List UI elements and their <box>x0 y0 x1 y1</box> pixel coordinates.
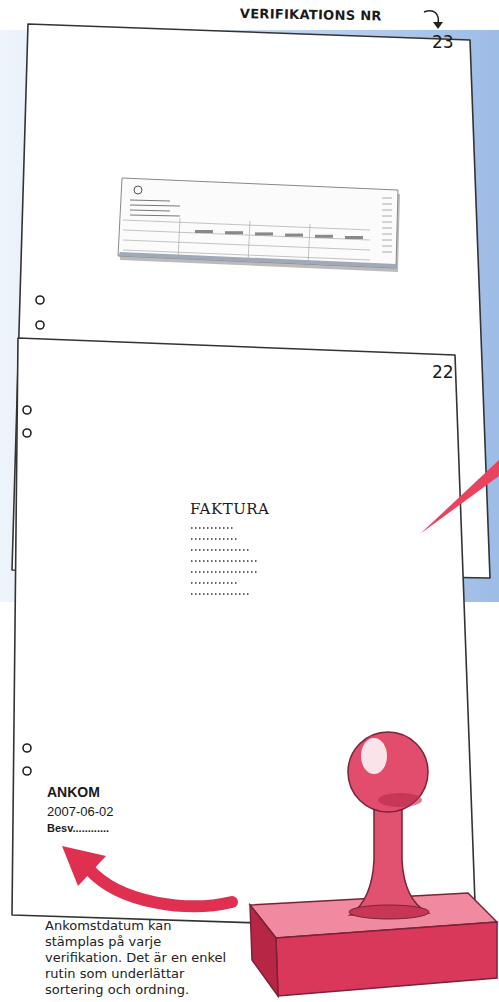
invoice-dotted-lines <box>191 528 259 594</box>
voucher-number: 23 <box>432 32 454 52</box>
voucher-page: 22FAKTURA ANKOM 2007-06-02Besv............ <box>8 332 490 932</box>
header-label: VERIFIKATIONS NR <box>240 6 382 23</box>
stamp-date: 2007-06-02 <box>47 804 114 819</box>
invoice-heading: FAKTURA <box>190 500 269 518</box>
stamp-word: ANKOM <box>47 784 100 800</box>
voucher-number: 22 <box>432 362 454 382</box>
postgiro-receipt <box>118 178 400 272</box>
stamp-signature: Besv............ <box>47 822 109 834</box>
page-outline <box>8 332 490 932</box>
caption-note: Ankomstdatum kan stämplas på varje verif… <box>45 918 227 998</box>
